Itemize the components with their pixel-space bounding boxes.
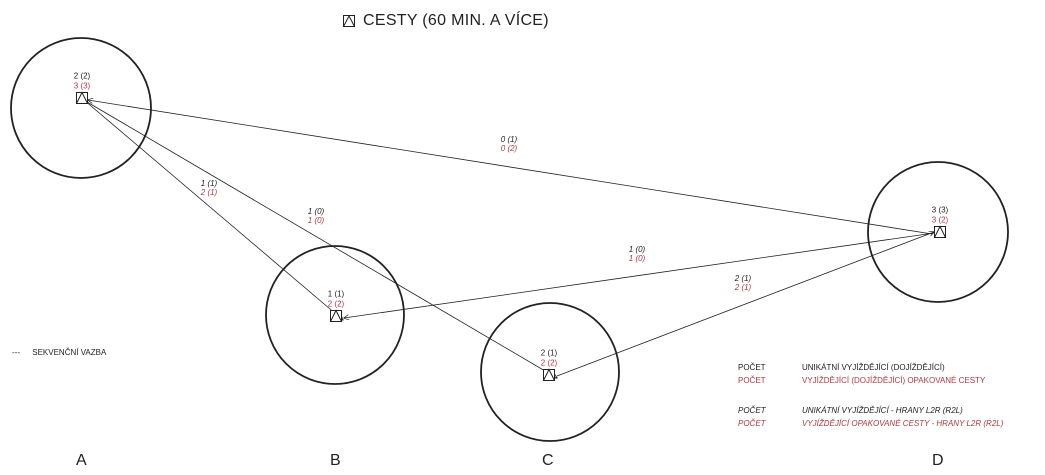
node-count-secondary-d: 3 (2)	[932, 216, 949, 225]
edge-label-primary-c-d: 2 (1)	[734, 274, 752, 283]
node-count-primary-b: 1 (1)	[328, 290, 345, 299]
edge-label-secondary-a-b: 2 (1)	[200, 188, 218, 197]
edge-label-primary-a-b: 1 (1)	[201, 179, 218, 188]
edge-label-secondary-d-a: 0 (2)	[501, 144, 518, 153]
edge-label-secondary-d-b: 1 (0)	[629, 254, 646, 263]
node-symbol-d-icon	[934, 225, 946, 238]
node-count-primary-d: 3 (3)	[932, 206, 949, 215]
node-name-c: C	[542, 452, 554, 469]
edge-a-c	[81, 98, 557, 378]
node-count-secondary-a: 3 (3)	[74, 82, 91, 91]
nodes-layer: 2 (2)3 (3)1 (1)2 (2)2 (1)2 (2)3 (3)3 (2)	[10, 37, 1009, 442]
legend-key: POČET	[738, 419, 766, 428]
node-count-secondary-b: 2 (2)	[328, 300, 345, 309]
node-name-d: D	[932, 452, 944, 469]
sequence-marker: ---	[12, 348, 20, 357]
node-name-b: B	[330, 452, 341, 469]
title-text: CESTY (60 MIN. A VÍCE)	[363, 12, 549, 29]
legend-row: POČET UNIKÁTNÍ VYJÍŽDĚJÍCÍ - HRANY L2R (…	[738, 406, 963, 415]
legend: POČET UNIKÁTNÍ VYJÍŽDĚJÍCÍ (DOJÍŽDĚJÍCÍ)…	[738, 363, 1038, 443]
legend-row: POČET UNIKÁTNÍ VYJÍŽDĚJÍCÍ (DOJÍŽDĚJÍCÍ)	[738, 363, 945, 372]
node-circle-d	[867, 161, 1009, 303]
legend-text: UNIKÁTNÍ VYJÍŽDĚJÍCÍ - HRANY L2R (R2L)	[802, 406, 963, 415]
legend-text: UNIKÁTNÍ VYJÍŽDĚJÍCÍ (DOJÍŽDĚJÍCÍ)	[802, 363, 945, 372]
node-circle-a	[10, 37, 152, 179]
edge-label-secondary-c-d: 2 (1)	[734, 283, 752, 292]
edge-label-secondary-a-c: 1 (0)	[308, 216, 325, 225]
legend-key: POČET	[738, 363, 766, 372]
node-circle-b	[265, 245, 405, 385]
node-symbol-c-icon	[543, 368, 555, 381]
edge-labels-layer: 0 (1)0 (2)1 (1)2 (1)1 (0)1 (0)1 (0)1 (0)…	[200, 135, 752, 292]
edge-label-primary-d-a: 0 (1)	[501, 135, 518, 144]
node-symbol-a-icon	[76, 91, 88, 104]
node-circle-c	[480, 302, 620, 442]
diagram-title: CESTY (60 MIN. A VÍCE)	[343, 12, 549, 30]
edge-label-primary-a-c: 1 (0)	[308, 207, 325, 216]
cesty-glyph-icon	[343, 15, 355, 27]
edge-c-d	[556, 232, 934, 377]
node-count-primary-c: 2 (1)	[541, 349, 558, 358]
legend-key: POČET	[738, 376, 766, 385]
edge-label-primary-d-b: 1 (0)	[629, 245, 646, 254]
edges-layer	[81, 98, 935, 378]
legend-row: POČET VYJÍŽDĚJÍCÍ (DOJÍŽDĚJÍCÍ) OPAKOVAN…	[738, 376, 985, 385]
legend-key: POČET	[738, 406, 766, 415]
edge-d-b	[344, 232, 935, 318]
legend-text: VYJÍŽDĚJÍCÍ OPAKOVANÉ CESTY - HRANY L2R …	[802, 419, 1004, 428]
legend-text: VYJÍŽDĚJÍCÍ (DOJÍŽDĚJÍCÍ) OPAKOVANÉ CEST…	[802, 376, 986, 385]
edge-d-a	[88, 100, 933, 235]
legend-row: POČET VYJÍŽDĚJÍCÍ OPAKOVANÉ CESTY - HRAN…	[738, 419, 1003, 428]
node-count-secondary-c: 2 (2)	[541, 359, 558, 368]
node-count-primary-a: 2 (2)	[74, 72, 91, 81]
node-name-a: A	[76, 452, 87, 469]
node-symbol-b-icon	[330, 309, 342, 322]
sequence-legend: --- SEKVENČNÍ VAZBA	[12, 348, 106, 357]
sequence-label: SEKVENČNÍ VAZBA	[32, 348, 107, 357]
edge-a-b	[83, 99, 343, 320]
